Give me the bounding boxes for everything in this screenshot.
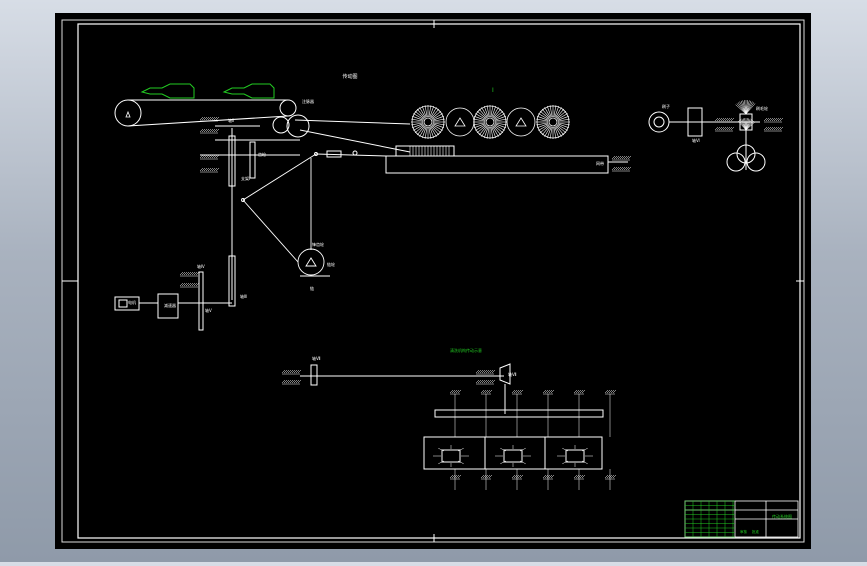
label-e: 轴Ⅲ — [240, 293, 247, 299]
label-l: 刷毛轮 — [756, 105, 768, 111]
label-d: 轴Ⅱ — [228, 117, 234, 123]
label-r: 链 — [310, 285, 314, 291]
label-k: 刷子 — [662, 103, 670, 109]
label-a: 注脉器 — [302, 98, 314, 104]
label-p: 锋齿轮 — [312, 241, 324, 247]
roman-one-label: I — [492, 87, 494, 94]
label-g: 减速器 — [164, 302, 176, 308]
drawing-name: 传动系统图 — [772, 513, 792, 519]
label-c: 齿轮 — [258, 151, 266, 157]
brush-spokes — [411, 105, 570, 139]
bottle-outlines — [140, 83, 275, 99]
drawing-sheet — [55, 13, 811, 549]
right-brush-spokes — [735, 100, 756, 131]
label-b: 支架Ⅰ — [241, 175, 250, 181]
title-footer-left: 审核 — [740, 529, 748, 534]
label-m: 轴Ⅵ — [692, 137, 700, 143]
chain-linkage: 锋齿轮 链轮 链 — [241, 152, 335, 291]
label-i: 轴Ⅴ — [205, 307, 212, 313]
centering-marks — [62, 20, 804, 542]
bearing-hatches — [179, 116, 784, 385]
label-o: 轴Ⅶ — [508, 371, 517, 377]
motor-reducer: 电机 减速器 轴Ⅳ 轴Ⅴ — [114, 263, 232, 331]
shaft-assembly: 支架Ⅰ 齿轮 轴Ⅱ 轴Ⅲ — [200, 117, 300, 307]
bottom-details — [433, 389, 617, 490]
conveyor-teeth — [409, 146, 450, 156]
label-j: 网带 — [596, 161, 604, 166]
transmission-lines: 注脉器 — [272, 98, 411, 153]
label-q: 链轮 — [327, 261, 335, 267]
label-n: 清洗机构传动示意 — [450, 347, 482, 353]
label-h: 轴Ⅳ — [197, 263, 205, 269]
title-footer-right: 批准 — [752, 529, 760, 534]
title-block-grid — [684, 500, 735, 538]
top-caption: 传动图 — [342, 73, 357, 80]
bottom-wash-mechanism: 清洗机构传动示意 轴Ⅶ 轴Ⅶ — [300, 347, 604, 470]
label-f: 电机 — [128, 299, 136, 305]
label-b2: 轴Ⅶ — [312, 355, 321, 361]
washing-conveyor: 网带 — [315, 145, 628, 174]
